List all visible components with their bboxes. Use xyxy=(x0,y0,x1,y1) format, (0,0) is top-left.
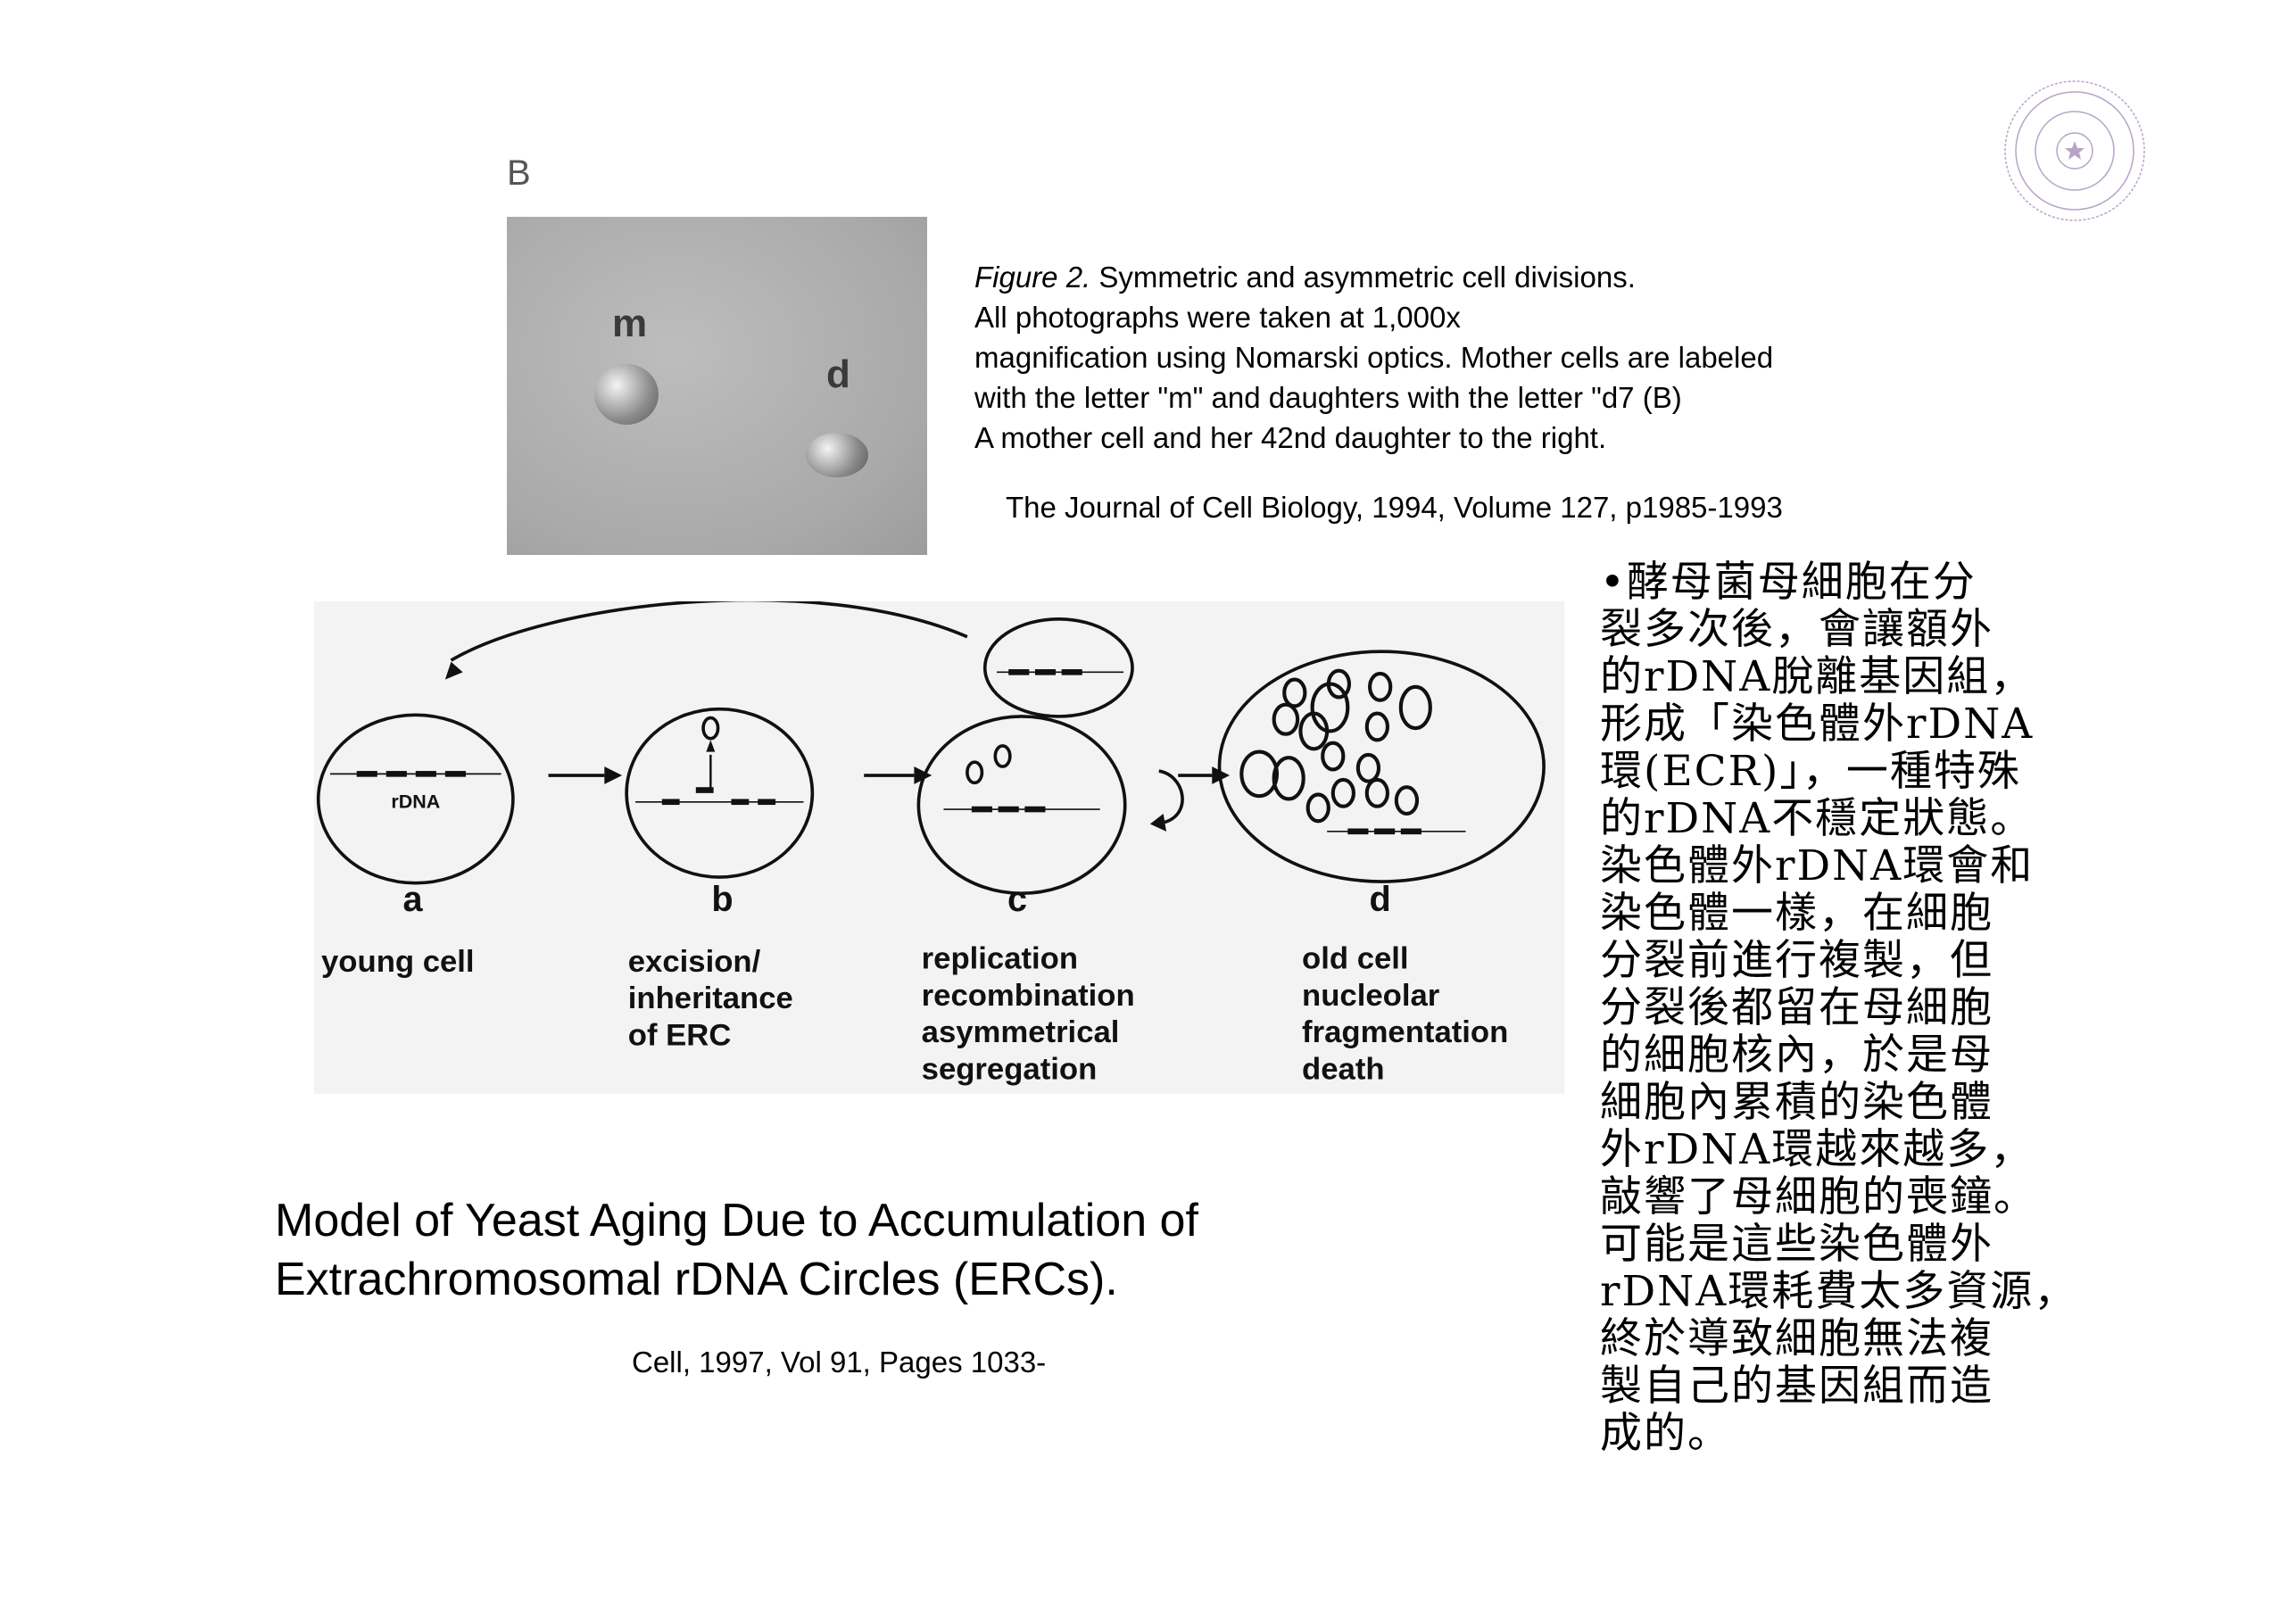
title-line: Extrachromosomal rDNA Circles (ERCs). xyxy=(275,1254,1118,1305)
rdna-segments xyxy=(356,661,1422,835)
chinese-text-line: 染色體一樣，在細胞 xyxy=(1600,889,1993,938)
caption-line: All photographs were taken at 1,000x xyxy=(974,301,1461,334)
chinese-explanation: •酵母菌母細胞在分裂多次後，會讓額外的rDNA脫離基因組，形成「染色體外rDNA… xyxy=(1600,559,2077,1457)
stage-description: old cell xyxy=(1302,942,1409,976)
journal-citation: The Journal of Cell Biology, 1994, Volum… xyxy=(1006,491,1783,524)
chinese-text-line: 的rDNA脫離基因組， xyxy=(1600,652,2035,701)
arrowhead-icon xyxy=(706,740,716,752)
caption-line: Symmetric and asymmetric cell divisions. xyxy=(1090,261,1636,294)
star-icon xyxy=(2065,141,2085,160)
chinese-text-line: 終於導致細胞無法複 xyxy=(1600,1314,1993,1363)
mother-cell-image xyxy=(594,364,659,425)
diagram-svg: rDNA a b c d young cell excision/ inheri… xyxy=(316,598,1546,1086)
chinese-text-line: 裂多次後，會讓額外 xyxy=(1600,605,1993,654)
stage-letter: d xyxy=(1370,880,1391,919)
cell-citation: Cell, 1997, Vol 91, Pages 1033- xyxy=(632,1346,1047,1379)
excision-cell xyxy=(625,707,815,879)
stage-description: death xyxy=(1302,1052,1385,1086)
stage-description: replication xyxy=(922,942,1078,976)
stage-letter: a xyxy=(402,880,423,919)
arrowhead-icon xyxy=(444,661,463,680)
stage-description: young cell xyxy=(321,945,475,979)
daughter-cell-label: d xyxy=(826,352,850,396)
slide-title: Model of Yeast Aging Due to Accumulation… xyxy=(275,1191,1198,1309)
stage-description: recombination xyxy=(922,979,1135,1013)
return-arrow xyxy=(450,598,968,662)
daughter-cell-image xyxy=(806,433,868,477)
old-cell xyxy=(1217,650,1546,883)
chinese-text-line: 形成「染色體外rDNA xyxy=(1600,700,2035,749)
figure-label: Figure 2. xyxy=(974,261,1091,294)
figure-panel-letter: B xyxy=(507,153,531,193)
chinese-text-line: 可能是這些染色體外 xyxy=(1600,1220,1993,1269)
chinese-text-line: 細胞內累積的染色體 xyxy=(1600,1078,1993,1127)
caption-line: A mother cell and her 42nd daughter to t… xyxy=(974,421,1607,454)
caption-line: with the letter "m" and daughters with t… xyxy=(974,381,1682,414)
stage-letter: c xyxy=(1007,880,1027,919)
erc-circles xyxy=(1239,668,1432,824)
stage-description: of ERC xyxy=(628,1018,732,1052)
chinese-text-line: 敲響了母細胞的喪鐘。 xyxy=(1600,1172,2037,1221)
stage-description: excision/ xyxy=(628,945,761,979)
chinese-text-line: 的rDNA不穩定狀態。 xyxy=(1600,794,2035,843)
chinese-text-line: 製自己的基因組而造 xyxy=(1600,1362,1993,1411)
stage-description: asymmetrical xyxy=(922,1015,1120,1049)
title-line: Model of Yeast Aging Due to Accumulation… xyxy=(275,1195,1198,1246)
yeast-aging-diagram: rDNA a b c d young cell excision/ inheri… xyxy=(314,598,1564,1094)
rdna-label: rDNA xyxy=(391,791,440,812)
chinese-text-line: rDNA環耗費太多資源， xyxy=(1600,1267,2078,1316)
stage-description: fragmentation xyxy=(1302,1015,1508,1049)
chinese-text-line: 染色體外rDNA環會和 xyxy=(1600,841,2035,890)
recombination-curl-arrow xyxy=(1158,769,1184,824)
young-cell xyxy=(316,713,515,885)
mother-cell-label: m xyxy=(612,302,648,345)
arrowhead-icon xyxy=(604,766,623,784)
stage-description: segregation xyxy=(922,1052,1098,1086)
chinese-text-line: 成的。 xyxy=(1600,1409,1731,1458)
replication-cell xyxy=(916,715,1127,896)
micrograph-photo: m d xyxy=(507,217,927,555)
caption-line: magnification using Nomarski optics. Mot… xyxy=(974,341,1774,374)
daughter-bud xyxy=(982,617,1134,718)
chinese-text-line: 分裂前進行複製，但 xyxy=(1600,936,1993,985)
chinese-text-line: •酵母菌母細胞在分 xyxy=(1600,558,1977,607)
chinese-text-line: 分裂後都留在母細胞 xyxy=(1600,983,1993,1032)
chinese-text-line: 環(ECR)」，一種特殊 xyxy=(1600,747,2021,796)
arrowhead-icon xyxy=(914,766,932,784)
figure-caption: Figure 2. Symmetric and asymmetric cell … xyxy=(974,257,1773,458)
chinese-text-line: 外rDNA環越來越多， xyxy=(1600,1125,2035,1174)
stage-description: nucleolar xyxy=(1302,979,1439,1013)
university-seal-logo xyxy=(2004,80,2145,221)
arrowhead-icon xyxy=(1212,766,1231,784)
chinese-text-line: 的細胞核內，於是母 xyxy=(1600,1031,1993,1080)
stage-letter: b xyxy=(711,880,733,919)
arrowhead-icon xyxy=(1149,813,1167,832)
stage-description: inheritance xyxy=(628,981,793,1015)
